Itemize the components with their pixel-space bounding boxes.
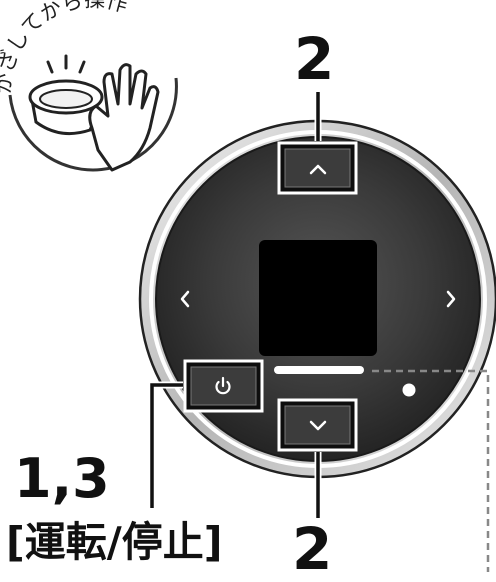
up-button[interactable] bbox=[277, 141, 358, 195]
chevron-left-icon[interactable] bbox=[180, 290, 190, 308]
power-icon bbox=[215, 376, 231, 395]
dot-indicator-icon bbox=[402, 383, 416, 397]
chevron-down-icon bbox=[309, 420, 327, 431]
step-number-bottom: 2 bbox=[292, 515, 333, 582]
panel-display bbox=[259, 240, 377, 356]
callout-dashed bbox=[372, 369, 490, 572]
step-number-left: 1,3 bbox=[14, 447, 110, 510]
motion-lines-icon bbox=[46, 54, 86, 74]
chevron-right-icon[interactable] bbox=[446, 290, 456, 308]
down-button[interactable] bbox=[277, 398, 358, 452]
power-button[interactable] bbox=[183, 359, 264, 413]
chevron-up-icon bbox=[309, 164, 327, 175]
step-number-top: 2 bbox=[294, 25, 335, 93]
hand-icon bbox=[88, 63, 160, 172]
progress-bar bbox=[274, 366, 364, 374]
callout-lines bbox=[148, 92, 490, 572]
pot-icon bbox=[28, 79, 104, 136]
control-panel bbox=[138, 119, 496, 479]
hover-badge: かざしてから操作 bbox=[0, 0, 178, 172]
hover-badge-outline bbox=[8, 77, 178, 172]
operation-label: [運転/停止] bbox=[6, 518, 223, 566]
